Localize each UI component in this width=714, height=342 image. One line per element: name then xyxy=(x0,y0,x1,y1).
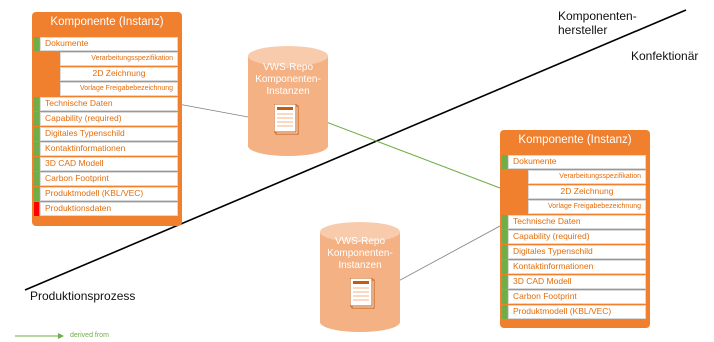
document-subitem: Verarbeitungsspezifikation xyxy=(60,52,178,66)
card-title: Komponente (Instanz) xyxy=(518,134,632,146)
status-mark-green xyxy=(502,260,507,274)
card-item: Produktionsdaten xyxy=(40,202,178,216)
status-mark-green xyxy=(502,230,507,244)
repository-label: VWS-Repo Komponenten- Instanzen xyxy=(327,236,393,271)
card-item: 3D CAD Modell xyxy=(508,275,646,289)
status-mark-green xyxy=(34,187,39,201)
status-mark-green xyxy=(502,305,507,319)
document-subitem: 2D Zeichnung xyxy=(528,185,646,199)
document-subitem: 2D Zeichnung xyxy=(60,67,178,81)
document-subitem: Vorlage Freigabebezeichnung xyxy=(528,200,646,214)
card-item: Capability (required) xyxy=(40,112,178,126)
status-mark-green xyxy=(502,155,507,169)
document-subitem: Verarbeitungsspezifikation xyxy=(528,170,646,184)
card-item: Technische Daten xyxy=(508,215,646,229)
derived-from-arrow xyxy=(312,115,501,189)
label-manufacturer: Komponenten- hersteller xyxy=(558,9,637,37)
document-icon xyxy=(274,104,299,135)
card-item: Technische Daten xyxy=(40,97,178,111)
document-subitem: Vorlage Freigabebezeichnung xyxy=(60,82,178,96)
status-mark-green xyxy=(34,157,39,171)
card-item: Dokumente xyxy=(508,155,646,169)
card-item: Carbon Footprint xyxy=(40,172,178,186)
card-item: Capability (required) xyxy=(508,230,646,244)
card-item: Kontaktinformationen xyxy=(40,142,178,156)
card-item: Kontaktinformationen xyxy=(508,260,646,274)
card-item: Digitales Typenschild xyxy=(40,127,178,141)
card-item: Produktmodell (KBL/VEC) xyxy=(40,187,178,201)
card-item: Dokumente xyxy=(40,37,178,51)
status-mark-red xyxy=(34,202,39,216)
label-process: Produktionsprozess xyxy=(30,289,136,303)
repository-bottom: VWS-Repo Komponenten- Instanzen xyxy=(320,222,400,332)
status-mark-green xyxy=(34,112,39,126)
status-mark-green xyxy=(34,172,39,186)
label-assembler: Konfektionär xyxy=(631,49,699,63)
status-mark-green xyxy=(502,215,507,229)
status-mark-green xyxy=(34,142,39,156)
card-item: Digitales Typenschild xyxy=(508,245,646,259)
card-item: Carbon Footprint xyxy=(508,290,646,304)
card-item: 3D CAD Modell xyxy=(40,157,178,171)
card-item: Produktmodell (KBL/VEC) xyxy=(508,305,646,319)
connector-right-to-repo xyxy=(379,225,501,292)
card-title: Komponente (Instanz) xyxy=(50,16,164,28)
status-mark-green xyxy=(502,245,507,259)
legend-derived-label: derived from xyxy=(70,332,109,339)
document-icon xyxy=(350,278,375,309)
repository-label: VWS-Repo Komponenten- Instanzen xyxy=(255,62,321,97)
status-mark-green xyxy=(34,37,39,51)
status-mark-green xyxy=(502,275,507,289)
status-mark-green xyxy=(34,97,39,111)
domain-boundary-line xyxy=(24,9,687,291)
repository-top: VWS-Repo Komponenten- Instanzen xyxy=(248,46,328,156)
status-mark-green xyxy=(502,290,507,304)
status-mark-green xyxy=(34,127,39,141)
